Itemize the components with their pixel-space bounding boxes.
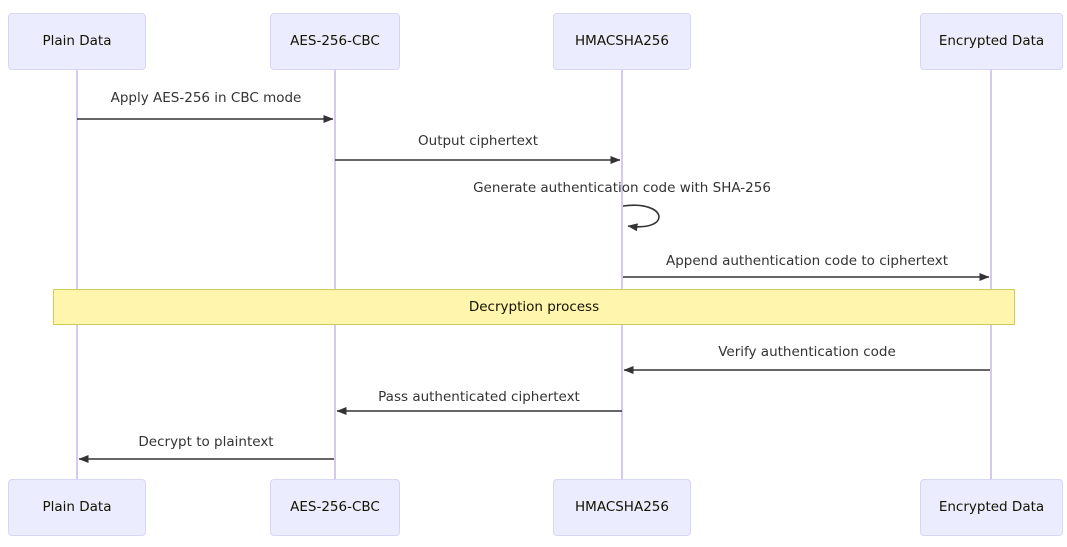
message-label-append-authentication-code-to-ciphertext: Append authentication code to ciphertext <box>665 253 949 269</box>
lifeline-hmacsha256 <box>621 70 623 479</box>
actor-label-encrypted-data: Encrypted Data <box>938 32 1045 49</box>
actor-label-bottom-hmacsha256: HMACSHA256 <box>575 498 669 515</box>
lifeline-encrypted-data <box>990 70 992 479</box>
lifeline-plain-data <box>76 70 78 479</box>
message-label-pass-authenticated-ciphertext: Pass authenticated ciphertext <box>378 389 580 405</box>
message-label-output-ciphertext: Output ciphertext <box>418 133 538 149</box>
actor-label-hmacsha256: HMACSHA256 <box>575 32 669 49</box>
actor-box-bottom-hmacsha256[interactable]: HMACSHA256 <box>553 479 691 536</box>
lifeline-aes-256-cbc <box>334 70 336 479</box>
actor-label-bottom-encrypted-data: Encrypted Data <box>938 498 1045 515</box>
actor-label-aes-256-cbc: AES-256-CBC <box>290 32 380 49</box>
actor-label-plain-data: Plain Data <box>42 32 112 49</box>
note-label-decryption-process: Decryption process <box>468 299 600 315</box>
arrow-generate-authentication-code-self-loop <box>622 204 660 232</box>
actor-box-top-encrypted-data[interactable]: Encrypted Data <box>920 13 1063 70</box>
actor-box-bottom-aes-256-cbc[interactable]: AES-256-CBC <box>270 479 400 536</box>
actor-box-top-hmacsha256[interactable]: HMACSHA256 <box>553 13 691 70</box>
message-label-apply-aes-256-in-cbc-mode: Apply AES-256 in CBC mode <box>110 90 302 106</box>
message-label-decrypt-to-plaintext: Decrypt to plaintext <box>138 434 274 450</box>
actor-label-bottom-aes-256-cbc: AES-256-CBC <box>290 498 380 515</box>
actor-box-bottom-plain-data[interactable]: Plain Data <box>8 479 146 536</box>
actor-box-top-plain-data[interactable]: Plain Data <box>8 13 146 70</box>
actor-box-bottom-encrypted-data[interactable]: Encrypted Data <box>920 479 1063 536</box>
message-label-verify-authentication-code: Verify authentication code <box>718 344 896 360</box>
note-decryption-process: Decryption process <box>53 289 1015 325</box>
actor-box-top-aes-256-cbc[interactable]: AES-256-CBC <box>270 13 400 70</box>
actor-label-bottom-plain-data: Plain Data <box>42 498 112 515</box>
message-label-generate-authentication-code-with-sha-256: Generate authentication code with SHA-25… <box>473 180 771 196</box>
